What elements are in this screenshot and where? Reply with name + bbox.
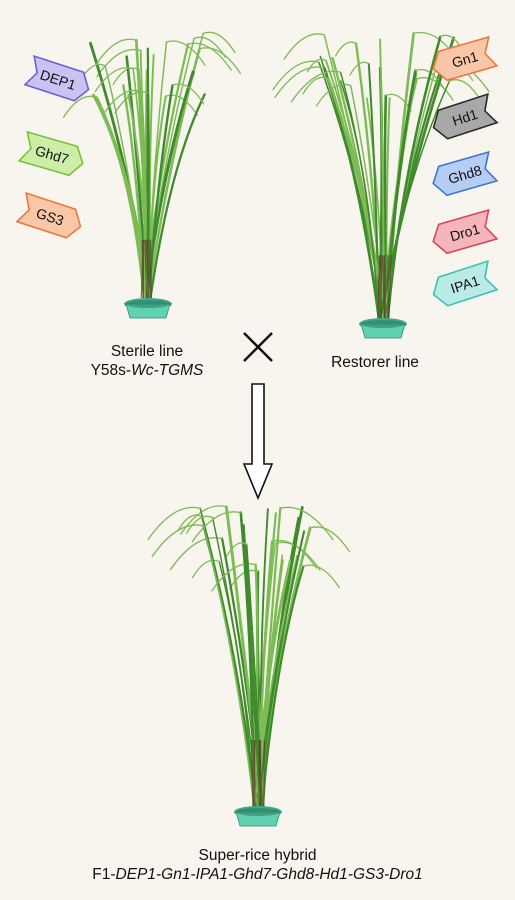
restorer-line-plant (272, 31, 490, 339)
hybrid-title: Super-rice hybrid (198, 847, 317, 864)
sterile-line-plant (62, 31, 241, 319)
restorer-line-label: Restorer line (300, 353, 450, 372)
sterile-line-code: Y58s-Wc-TGMS (90, 362, 204, 379)
gene-tag-gn1: Gn1 (432, 35, 499, 82)
restorer-line-title: Restorer line (331, 354, 419, 371)
gene-tag-label: Gn1 (450, 48, 480, 71)
hybrid-label: Super-rice hybrid F1-DEP1-Gn1-IPA1-Ghd7-… (20, 846, 495, 884)
gene-tag-ghd8: Ghd8 (432, 150, 499, 197)
gene-tag-gs3: GS3 (15, 191, 82, 239)
gene-tag-dep1: DEP1 (23, 54, 90, 102)
sterile-line-title: Sterile line (110, 343, 184, 360)
sterile-line-label: Sterile line Y58s-Wc-TGMS (62, 342, 232, 380)
gene-tag-label: Hd1 (450, 106, 480, 129)
gene-tag-dro1: Dro1 (432, 208, 499, 255)
cross-symbol (243, 332, 273, 362)
gene-tag-ghd7: Ghd7 (17, 130, 84, 177)
hybrid-plant (147, 505, 351, 827)
hybrid-code: F1-DEP1-Gn1-IPA1-Ghd7-Ghd8-Hd1-GS3-Dro1 (92, 866, 423, 883)
gene-tag-ipa1: IPA1 (432, 259, 499, 307)
down-arrow (242, 383, 274, 501)
gene-tag-hd1: Hd1 (432, 92, 499, 140)
